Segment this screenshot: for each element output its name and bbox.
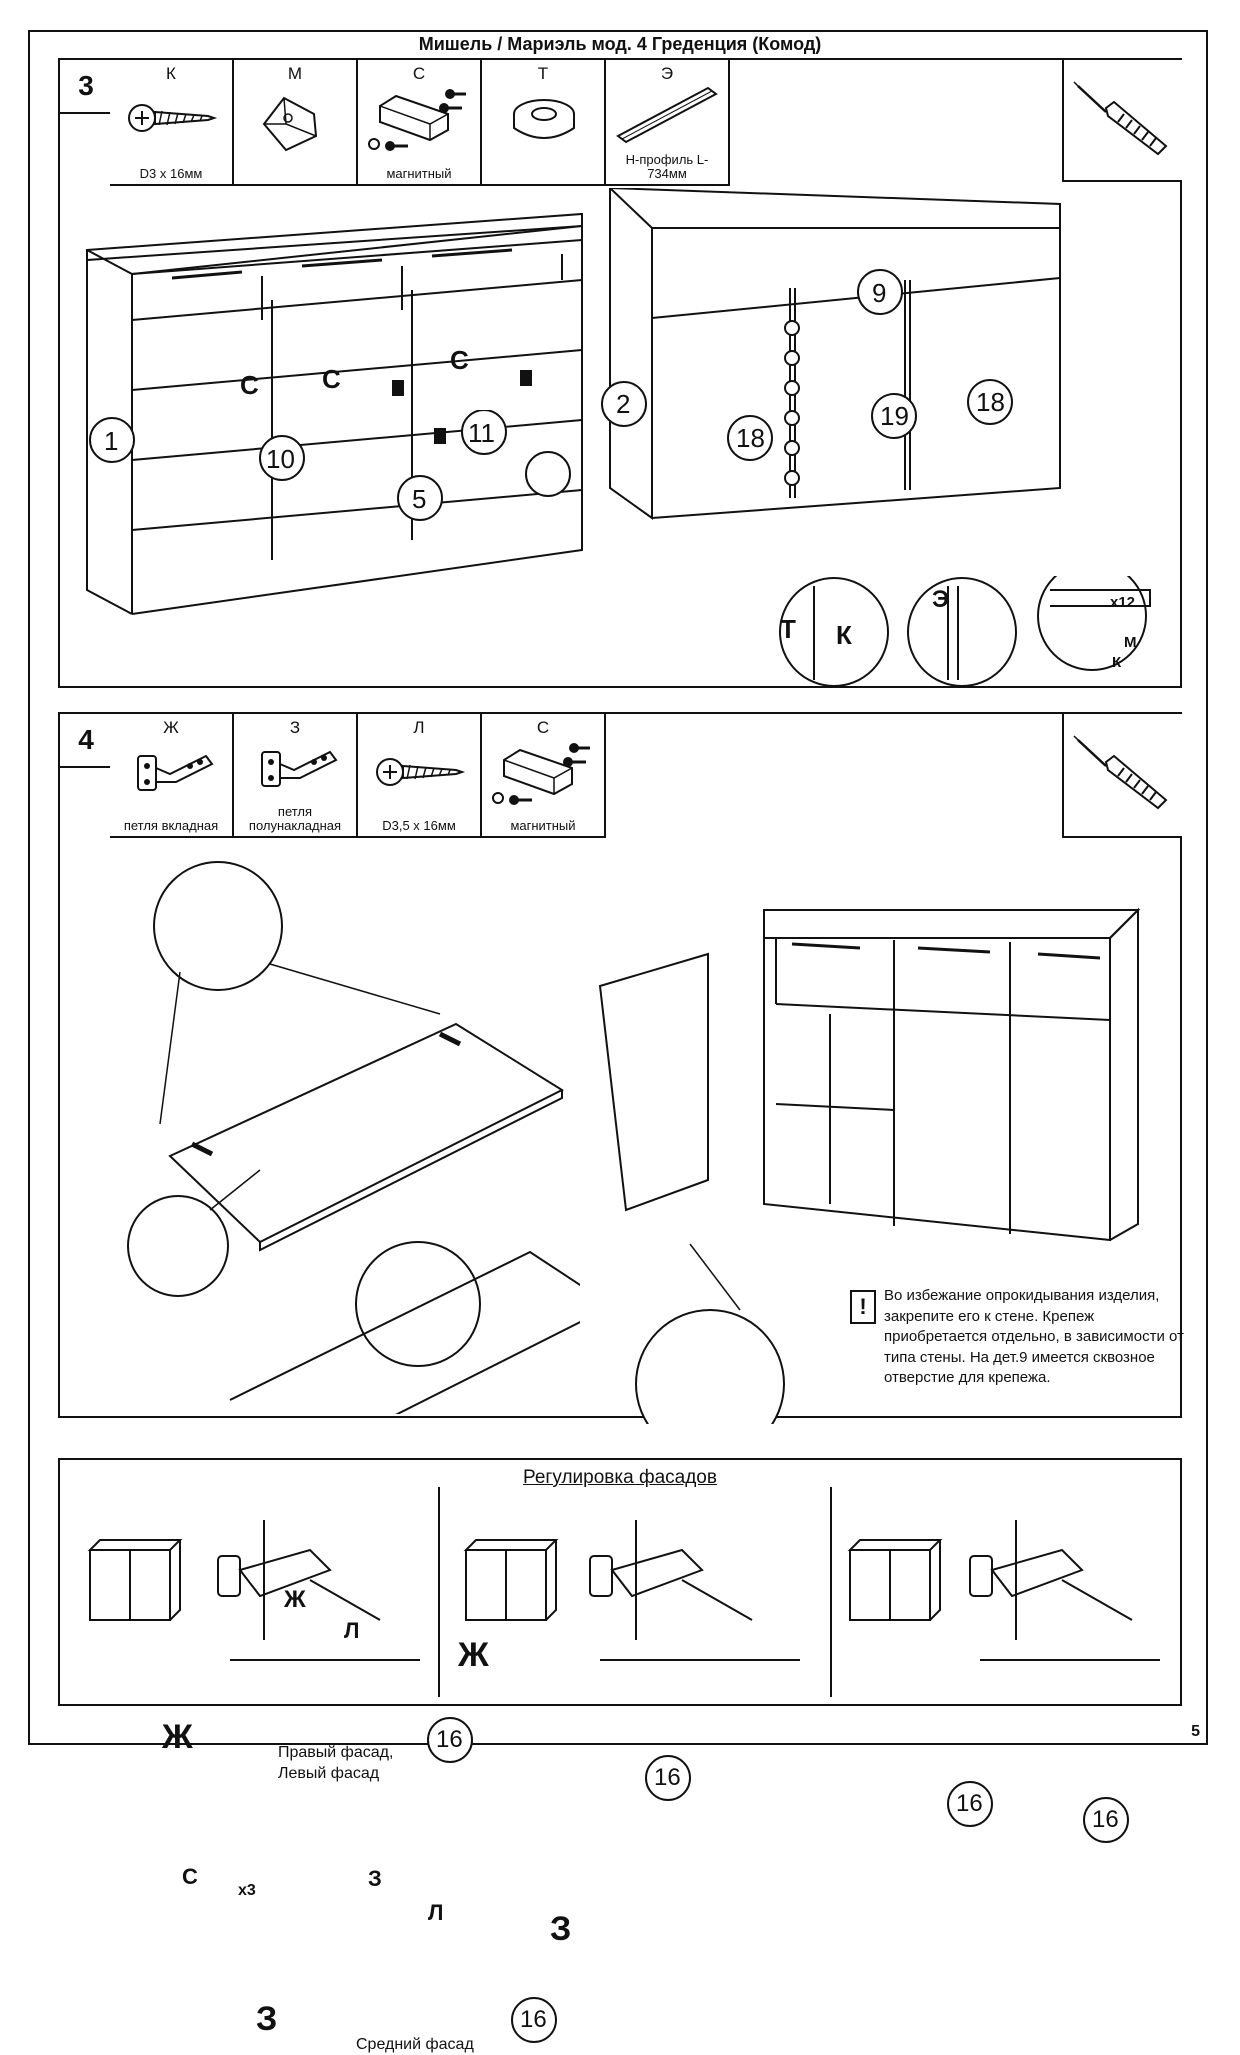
- part-z: З петля полунакладная: [234, 714, 358, 838]
- cabinet-back-drawing: [608, 188, 1061, 520]
- back-part-numbers: [601, 269, 1013, 461]
- hinge-label-zh: Ж: [458, 1636, 489, 1674]
- document-title: Мишель / Мариэль мод. 4 Греденция (Комод…: [418, 34, 822, 54]
- adjustment-illustrations: [87, 1520, 1160, 1661]
- part-caption: Н-профиль L-734мм: [625, 152, 709, 181]
- cabinet-assembled-drawing: [598, 907, 1141, 1424]
- part-number-16: 16: [956, 1790, 983, 1817]
- part-caption: петля вкладная: [123, 818, 219, 833]
- facade-assembly-drawing: [127, 861, 580, 1414]
- adjust-depth-illustration: [463, 1520, 800, 1661]
- part-c: С магнитный: [482, 714, 606, 838]
- hinge-label-z: З: [256, 2000, 278, 2038]
- part-caption: D3 х 16мм: [139, 166, 203, 181]
- bumper-pad-icon: [513, 99, 575, 139]
- detail-label-k: К: [836, 620, 852, 650]
- part-letter: Т: [537, 64, 549, 83]
- part-e: Э Н-профиль L-734мм: [606, 60, 730, 186]
- part-number-11: 11: [468, 418, 495, 448]
- part-letter: М: [287, 64, 303, 83]
- step-number: 3: [60, 60, 114, 114]
- part-number-10: 10: [266, 444, 295, 474]
- part-m: М: [234, 60, 358, 186]
- part-letter: Э: [660, 64, 674, 83]
- magnetic-latch-icon: [368, 89, 466, 151]
- part-number-5: 5: [412, 484, 427, 514]
- magnetic-latch-icon: [492, 743, 590, 805]
- part-number-16: 16: [436, 1726, 463, 1753]
- latch-label-c: С: [322, 364, 341, 394]
- inset-hinge-icon: [137, 754, 214, 791]
- warning-mark: !: [850, 1290, 876, 1324]
- screw-label-l: Л: [428, 1900, 444, 1925]
- part-number-18: 18: [736, 423, 765, 453]
- quantity-label: х3: [238, 1882, 256, 1899]
- half-overlay-hinge-icon: [261, 750, 338, 787]
- detail-circles: [779, 576, 1151, 687]
- screwdriver-icon: [1073, 81, 1168, 156]
- step-number: 4: [60, 714, 114, 768]
- divider: [830, 1487, 832, 1697]
- part-number-16: 16: [654, 1764, 681, 1791]
- part-number-16: 16: [1092, 1806, 1119, 1833]
- divider: [438, 1487, 440, 1697]
- adjust-side-illustration: [847, 1520, 1160, 1661]
- part-caption: петля полунакладная: [248, 804, 342, 833]
- part-letter: К: [166, 64, 176, 83]
- adjustment-title: Регулировка фасадов: [523, 1467, 717, 1488]
- screw-icon: [376, 758, 466, 786]
- part-letter: Ж: [163, 718, 179, 737]
- hinge-label-zh: Ж: [284, 1586, 306, 1613]
- detail-label-t: Т: [780, 614, 796, 644]
- part-number-16: 16: [520, 2006, 547, 2033]
- corner-bracket-icon: [262, 96, 318, 152]
- h-profile-icon: [616, 86, 718, 144]
- facade-label: Правый фасад, Левый фасад: [278, 1744, 394, 1782]
- part-c: С магнитный: [358, 60, 482, 186]
- adjustment-panel: [58, 1458, 1182, 1706]
- latch-label-c: С: [182, 1864, 198, 1889]
- cabinet-frame-drawing: [86, 212, 583, 615]
- part-caption: магнитный: [510, 818, 576, 833]
- part-letter: З: [289, 718, 301, 737]
- part-number-2-circle: [525, 451, 571, 497]
- detail-label-e: Э: [932, 586, 950, 613]
- page-frame: [28, 30, 1208, 1745]
- screwdriver-tool-box: [1062, 714, 1182, 838]
- part-caption: D3,5 х 16мм: [382, 818, 456, 833]
- screwdriver-tool-box: [1062, 60, 1182, 182]
- part-zh: Ж петля вкладная: [110, 714, 234, 838]
- screw-label-l: Л: [344, 1618, 360, 1643]
- detail-label-k: К: [1112, 654, 1122, 671]
- hinge-label-z: З: [550, 1910, 572, 1948]
- part-letter: С: [536, 718, 550, 737]
- part-number-19: 19: [880, 401, 909, 431]
- part-number-9: 9: [872, 278, 887, 308]
- part-k: К D3 х 16мм: [110, 60, 234, 186]
- warning-text: Во избежание опрокидывания изделия, закр…: [884, 1287, 1184, 1386]
- hinge-label-z: З: [368, 1866, 382, 1891]
- part-number-2: 2: [616, 389, 631, 419]
- hinge-label-zh: Ж: [162, 1718, 193, 1756]
- part-t: Т: [482, 60, 606, 186]
- latch-label-c: С: [240, 370, 259, 400]
- detail-label-x12: х12: [1110, 594, 1136, 611]
- part-letter: Л: [413, 718, 425, 737]
- part-number-18: 18: [976, 387, 1005, 417]
- adjust-height-illustration: [87, 1520, 420, 1661]
- screwdriver-icon: [1073, 735, 1168, 810]
- page-number: 5: [1191, 1723, 1200, 1740]
- facade-label: Средний фасад: [356, 2036, 474, 2053]
- screw-icon: [128, 104, 218, 132]
- latch-label-c: С: [450, 345, 469, 375]
- part-letter: С: [412, 64, 426, 83]
- parts-list: Ж петля вкладная З петля полунакладная Л: [110, 714, 606, 838]
- part-number-1: 1: [104, 426, 119, 456]
- detail-label-m: М: [1124, 634, 1137, 651]
- part-caption: магнитный: [386, 166, 452, 181]
- step-3-panel: 3 К D3 х 16мм М С: [58, 58, 1182, 688]
- left-part-numbers: [89, 410, 507, 521]
- parts-list: К D3 х 16мм М С: [110, 60, 730, 186]
- part-l: Л D3,5 х 16мм: [358, 714, 482, 838]
